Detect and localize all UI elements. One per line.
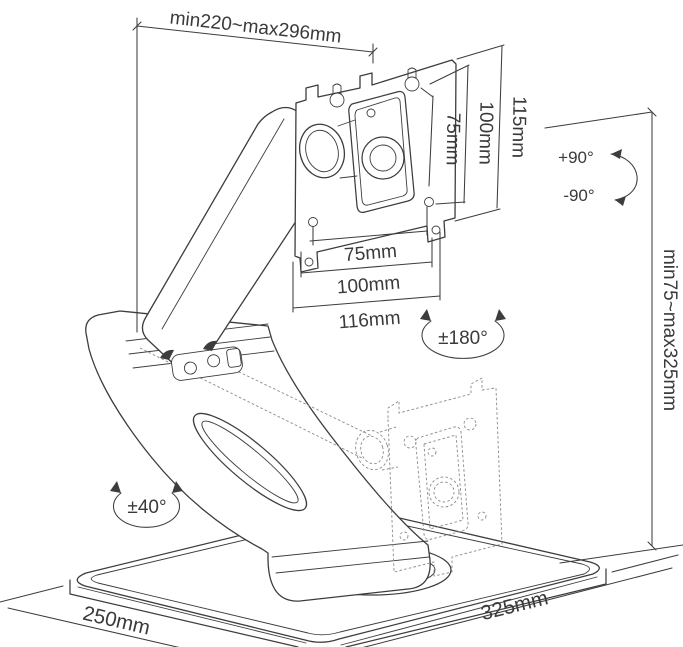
dimension-height-range: min75~max325mm [544, 107, 683, 564]
vesa-plate [294, 59, 457, 273]
label-vesa-bottom-75: 75mm [343, 241, 397, 266]
label-vesa-bottom-116: 116mm [338, 308, 401, 334]
label-tilt-down: -90° [563, 186, 594, 205]
label-tilt-up: +90° [558, 148, 594, 167]
swivel-arrow-left-icon [110, 481, 121, 493]
annotation-rotation-180: ±180° [420, 309, 506, 359]
label-swivel-base: ±40° [127, 497, 166, 518]
label-rotation-plate: ±180° [438, 328, 488, 349]
tilt-arrow-up-icon [611, 149, 622, 159]
label-vesa-side-100: 100mm [474, 101, 496, 165]
label-arm-reach: min220~max296mm [169, 7, 343, 47]
annotation-tilt: +90° -90° [558, 148, 638, 206]
upper-joint [298, 119, 358, 179]
annotation-swivel-40: ±40° [110, 481, 183, 528]
dimension-vesa-side: 115mm 100mm 75mm [420, 44, 530, 222]
tilt-arrow-down-icon [615, 196, 626, 206]
vesa-keyhole-left [329, 83, 345, 108]
lower-hinge [160, 340, 243, 381]
ghost-vesa-plate [387, 377, 503, 577]
label-height-range: min75~max325mm [659, 249, 680, 411]
label-vesa-bottom-100: 100mm [336, 273, 401, 299]
label-vesa-side-75: 75mm [442, 113, 464, 166]
riser-column [85, 310, 431, 602]
dimension-vesa-bottom: 75mm 100mm 116mm [292, 206, 441, 334]
rotation-arrow-right-icon [495, 309, 506, 321]
label-base-depth: 250mm [81, 602, 153, 640]
vesa-keyhole-right [404, 67, 420, 92]
column-slot [192, 412, 308, 512]
tilt-arrow-arc [610, 153, 638, 201]
swivel-arrow-right-icon [172, 481, 183, 493]
label-vesa-115: 115mm [507, 96, 529, 158]
vesa-center-boss [348, 90, 415, 213]
rotation-arrow-left-icon [420, 309, 431, 321]
